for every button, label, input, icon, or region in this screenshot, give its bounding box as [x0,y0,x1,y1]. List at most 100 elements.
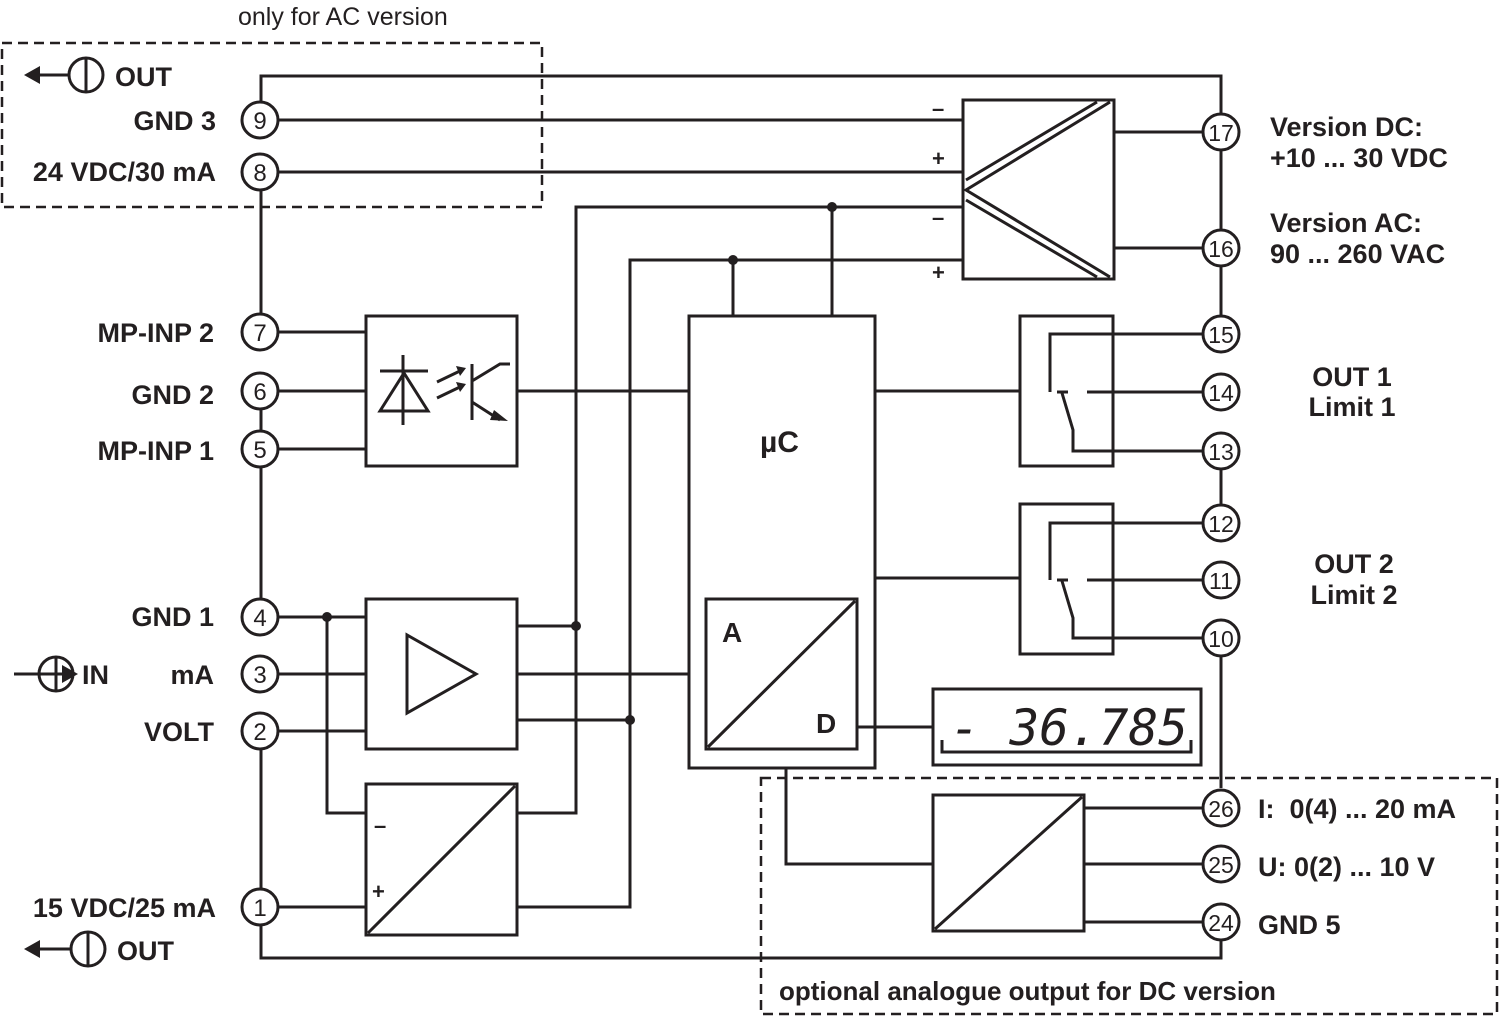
svg-text:8: 8 [253,160,266,187]
label-gnd1: GND 1 [131,602,214,632]
sensor-supply-diagonal [366,784,517,935]
ps-minus-2: – [932,205,944,230]
left-terminal-5: 5 [240,429,280,469]
version-ac-title: Version AC: [1270,208,1422,238]
out-bottom-arrow-icon [24,930,107,968]
svg-text:3: 3 [253,662,266,689]
light-arrows-icon [436,368,463,400]
wire-ps-plus [628,258,963,720]
svg-text:13: 13 [1208,439,1234,465]
out-top-arrow-icon [24,56,105,94]
power-supply-symbol [963,100,1111,279]
optocoupler-block [364,314,519,468]
microcontroller-label: µC [760,426,799,459]
right-terminal-16: 16 [1201,228,1241,268]
svg-text:4: 4 [253,605,266,632]
label-mp-inp2: MP-INP 2 [97,318,214,348]
in-arrow-icon [14,655,78,693]
left-terminal-9: 9 [240,100,280,140]
sensor-supply-minus: – [374,813,386,838]
svg-text:5: 5 [253,437,266,464]
display-reading: - 36.785 [950,699,1188,757]
svg-text:11: 11 [1209,568,1233,594]
version-dc-range: +10 ... 30 VDC [1270,143,1448,173]
wire-supply-minus [517,626,578,815]
svg-text:14: 14 [1208,380,1234,406]
voltage-output-label: U: 0(2) ... 10 V [1258,852,1435,882]
right-terminal-10: 10 [1201,618,1241,658]
relay-1-switch [1057,390,1203,453]
svg-text:6: 6 [253,379,266,406]
light-arrowheads-icon [456,366,466,392]
svg-text:9: 9 [253,108,266,135]
left-terminal-7: 7 [240,312,280,352]
right-terminal-17: 17 [1201,112,1241,152]
dc-optional-note: optional analogue output for DC version [779,976,1276,1006]
svg-text:10: 10 [1208,626,1234,652]
out-top-label: OUT [115,62,173,92]
relay-2-switch [1057,578,1203,640]
label-volt: VOLT [144,717,214,747]
svg-text:1: 1 [253,895,266,922]
display-bezel [940,740,1193,754]
top-bus [259,74,1223,120]
adc-d-label: D [816,708,836,739]
label-ma: mA [170,660,214,690]
svg-text:15: 15 [1208,322,1234,348]
out2-label: OUT 2 [1314,549,1394,579]
svg-text:25: 25 [1208,852,1234,878]
svg-text:24: 24 [1208,910,1234,936]
svg-text:17: 17 [1208,120,1234,146]
right-terminal-15: 15 [1201,314,1241,354]
amplifier-icon [405,632,480,716]
label-gnd3: GND 3 [133,106,216,136]
amplifier-block [364,597,519,751]
svg-text:16: 16 [1208,236,1234,262]
version-dc-title: Version DC: [1270,112,1423,142]
label-gnd2: GND 2 [131,380,214,410]
limit1-label: Limit 1 [1308,392,1395,422]
left-terminal-6: 6 [240,371,280,411]
left-terminal-3: 3 [240,654,280,694]
label-15vdc: 15 VDC/25 mA [33,893,216,923]
limit2-label: Limit 2 [1310,580,1397,610]
analogue-output-diagonal [933,795,1084,931]
right-terminal-24: 24 [1201,902,1241,942]
right-terminal-14: 14 [1201,372,1241,412]
in-label: IN [82,660,109,690]
ps-minus-1: – [932,96,944,121]
ac-only-note: only for AC version [238,3,448,31]
gnd5-label: GND 5 [1258,910,1341,940]
right-terminal-13: 13 [1201,431,1241,471]
left-terminal-4: 4 [240,597,280,637]
svg-text:7: 7 [253,320,266,347]
out1-label: OUT 1 [1312,362,1392,392]
transistor-arrow-icon [490,410,508,421]
bottom-bus [259,925,1223,960]
right-terminal-26: 26 [1201,788,1241,828]
right-terminal-11: 11 [1201,560,1241,600]
adc-a-label: A [722,617,742,648]
wire-uc-analogue [784,768,933,866]
sensor-supply-plus: + [372,879,385,904]
power-supply-symbol-inner [965,100,1098,279]
ps-plus-2: + [932,260,945,285]
left-terminal-2: 2 [240,711,280,751]
svg-text:26: 26 [1208,796,1234,822]
right-terminal-25: 25 [1201,844,1241,884]
version-ac-range: 90 ... 260 VAC [1270,239,1445,269]
junction [728,255,738,265]
current-output-label: I: 0(4) ... 20 mA [1258,794,1456,824]
power-supply-block [961,98,1116,281]
label-24vdc: 24 VDC/30 mA [33,157,216,187]
adc-diagonal [706,599,857,749]
svg-text:2: 2 [253,719,266,746]
wire-supply-plus [517,720,632,909]
relay-2-common [1048,521,1203,580]
svg-text:12: 12 [1208,511,1234,537]
wire-gnd1-supply [325,617,366,815]
right-terminal-12: 12 [1201,503,1241,543]
dc-optional-region [759,776,1499,1016]
ps-plus-1: + [932,146,945,171]
